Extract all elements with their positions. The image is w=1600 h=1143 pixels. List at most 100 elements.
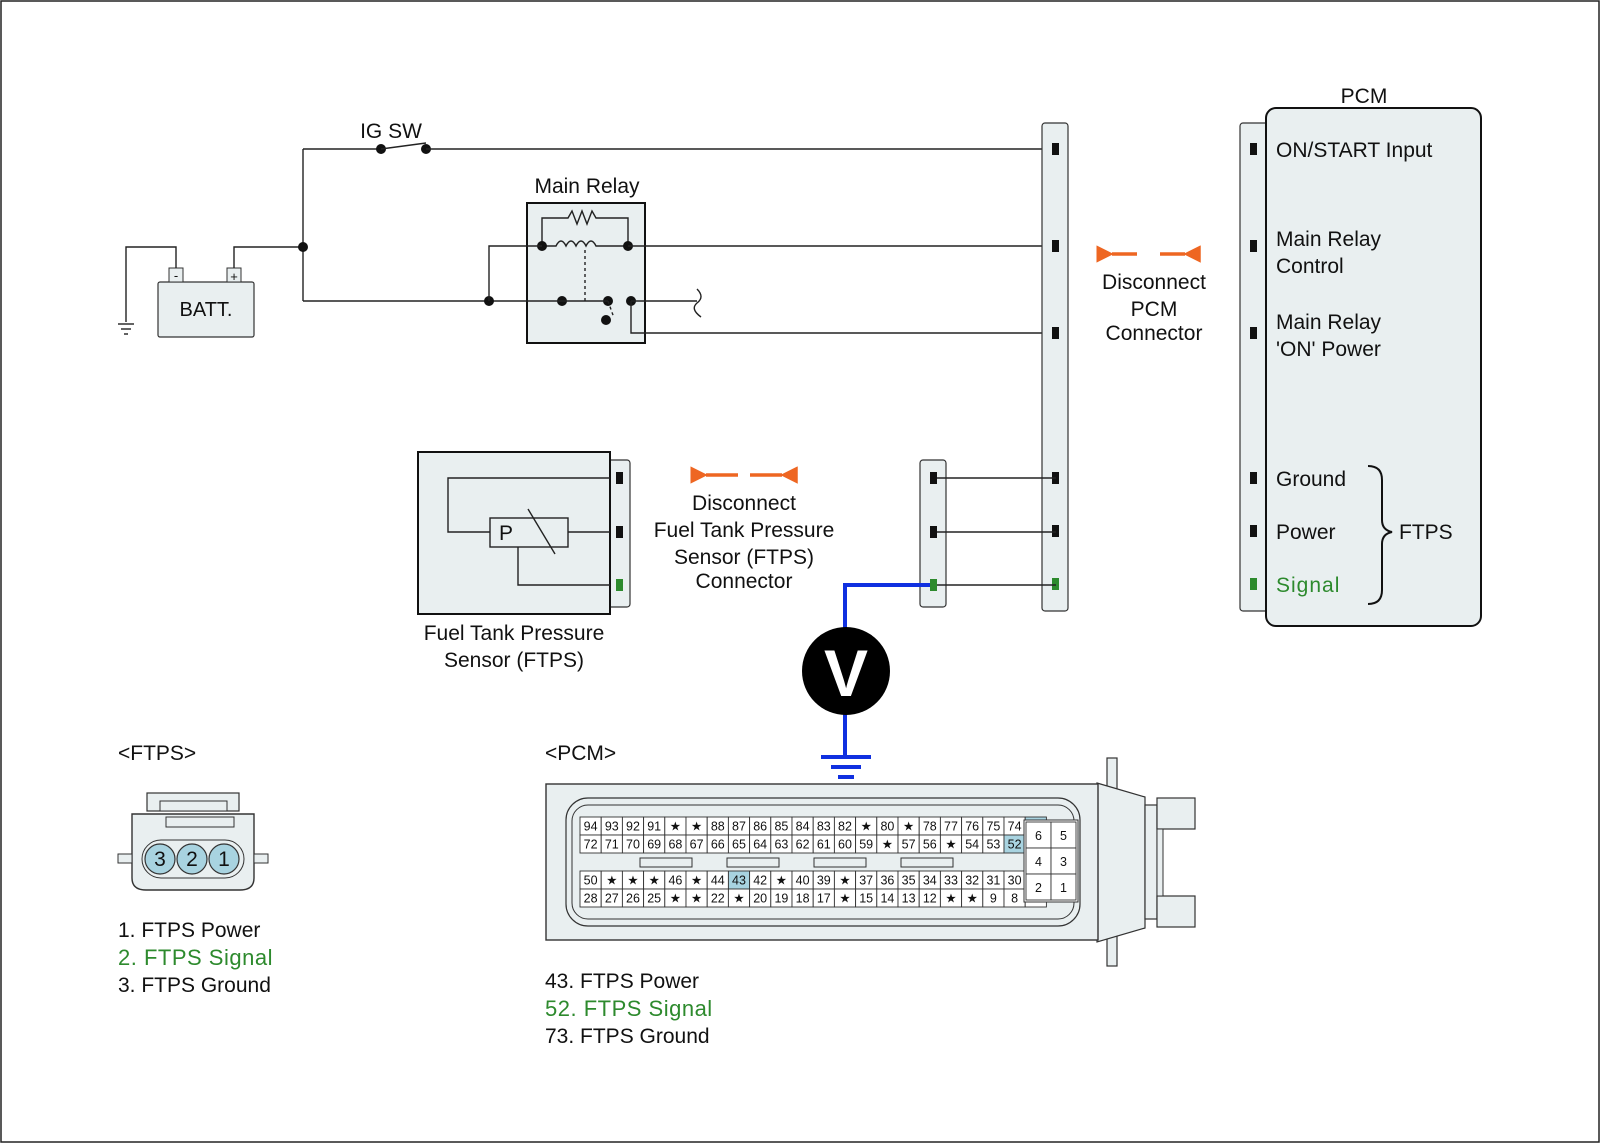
pcm-pin-label: 86 (753, 820, 767, 834)
battery: - + BATT. (157, 267, 255, 338)
pcm-pin-label: 19 (774, 892, 788, 906)
pcm-pin-label: 75 (986, 820, 1000, 834)
pcm-pin-label: 84 (796, 820, 810, 834)
pcm-side-pin-label: 2 (1035, 881, 1042, 895)
pcm-pin-label: 31 (986, 874, 1000, 888)
battery-positive-label: + (230, 269, 238, 284)
pcm-pin-label: ★ (882, 838, 893, 852)
pcm-pin-label: 20 (753, 892, 767, 906)
pcm-pin-ground: Ground (1276, 468, 1346, 491)
pcm-pin-label: 33 (944, 874, 958, 888)
pcm-pin-label: 32 (965, 874, 979, 888)
ftps-connector-title: <FTPS> (118, 742, 196, 765)
pcm-pin-label: 61 (817, 838, 831, 852)
probe-positive (843, 583, 930, 630)
ftps-legend-3: 3. FTPS Ground (118, 974, 271, 997)
pcm-pin-label: 46 (668, 874, 682, 888)
battery-label: BATT. (180, 299, 233, 321)
pcm-pin-label: ★ (627, 874, 638, 888)
pcm-pin-label: 72 (584, 838, 598, 852)
pcm-pin-label: ★ (691, 892, 702, 906)
pcm-pin-label: 82 (838, 820, 852, 834)
pcm-pin-label: 35 (902, 874, 916, 888)
pcm-side-pin-label: 4 (1035, 855, 1042, 869)
pcm-pin-label: 64 (753, 838, 767, 852)
ftps-group-brace (1367, 465, 1393, 605)
pcm-pin-label: 65 (732, 838, 746, 852)
disconnect-pcm-annotation: Disconnect PCM Connector (1096, 245, 1206, 345)
pcm-pin-label: 70 (626, 838, 640, 852)
pcm-pin-label: 57 (902, 838, 916, 852)
pcm-pin-relay-control-1: Main Relay (1276, 228, 1382, 251)
ftps-legend-1: 1. FTPS Power (118, 919, 260, 942)
disconnect-ftps-line1: Disconnect (692, 492, 796, 515)
pcm-legend-2: 52. FTPS Signal (545, 996, 713, 1021)
pcm-pin-label: 93 (605, 820, 619, 834)
pcm-pin-label: 91 (647, 820, 661, 834)
pcm-pin-label: 60 (838, 838, 852, 852)
pcm-side-pin-label: 6 (1035, 829, 1042, 843)
pcm-pin-label: 69 (647, 838, 661, 852)
sensor-p-symbol: P (499, 522, 513, 545)
pcm-pin-relay-power-1: Main Relay (1276, 311, 1382, 334)
pcm-pin-label: 37 (859, 874, 873, 888)
pcm-pin-label: 27 (605, 892, 619, 906)
pcm-pin-label: 44 (711, 874, 725, 888)
pcm-connector-title: <PCM> (545, 742, 616, 765)
pcm-inline-connector (1041, 122, 1069, 612)
pcm-pin-label: 8 (1011, 892, 1018, 906)
pcm-side-pin-cell (1050, 873, 1077, 901)
pcm-pin-label: 18 (796, 892, 810, 906)
pcm-pin-label: 87 (732, 820, 746, 834)
pcm-pin-label: ★ (945, 892, 956, 906)
sensor-label-1: Fuel Tank Pressure (424, 622, 605, 645)
pcm-pin-label: 42 (753, 874, 767, 888)
ftps-harness-connector (919, 459, 1056, 608)
disconnect-pcm-line3: Connector (1106, 322, 1203, 345)
pcm-side-pin-label: 1 (1060, 881, 1067, 895)
battery-negative-label: - (174, 268, 178, 283)
pcm-pin-label: 14 (880, 892, 894, 906)
pcm-pin-label: 59 (859, 838, 873, 852)
ftps-sensor: P Fuel Tank Pressure Sensor (FTPS) (417, 451, 631, 672)
pcm-pin-power: Power (1276, 521, 1336, 544)
ftps-connector-view: <FTPS> 3 2 1 1. FTPS Power 2. FTPS Signa… (117, 742, 272, 997)
pcm-pin-label: 77 (944, 820, 958, 834)
ftps-pin-2: 2 (186, 848, 198, 871)
disconnect-ftps-annotation: Disconnect Fuel Tank Pressure Sensor (FT… (654, 466, 834, 593)
disconnect-pcm-line2: PCM (1131, 298, 1178, 321)
battery-ground (118, 246, 177, 335)
pcm-side-pin-label: 5 (1060, 829, 1067, 843)
pcm-pin-label: ★ (606, 874, 617, 888)
pcm-side-pin-cell (1025, 873, 1052, 901)
disconnect-ftps-line4: Connector (696, 570, 793, 593)
ig-switch-label: IG SW (360, 120, 422, 143)
pcm-pin-label: 34 (923, 874, 937, 888)
pcm-pin-label: 68 (668, 838, 682, 852)
pcm-pin-label: 74 (1008, 820, 1022, 834)
pcm-pin-label: 52 (1008, 838, 1022, 852)
pcm-pin-on-start: ON/START Input (1276, 139, 1433, 162)
pcm-side-pin-cell (1025, 821, 1052, 849)
pcm-pin-signal: Signal (1276, 574, 1340, 597)
pcm-pin-label: ★ (861, 820, 872, 834)
pcm-pin-label: 63 (774, 838, 788, 852)
pcm-pin-label: ★ (776, 874, 787, 888)
pcm-pin-label: 56 (923, 838, 937, 852)
pcm-pin-label: 43 (732, 874, 746, 888)
pcm-pin-label: 78 (923, 820, 937, 834)
pcm-pin-label: ★ (839, 874, 850, 888)
pcm-pin-relay-power-2: 'ON' Power (1276, 338, 1381, 361)
pcm-pin-label: 54 (965, 838, 979, 852)
pcm-pin-label: 28 (584, 892, 598, 906)
pcm-pin-label: 13 (902, 892, 916, 906)
relay-power-wire (630, 301, 1056, 334)
pcm-pin-label: 39 (817, 874, 831, 888)
pcm-pin-label: 76 (965, 820, 979, 834)
pcm-pin-label: 85 (774, 820, 788, 834)
pcm-side-pin-label: 3 (1060, 855, 1067, 869)
battery-positive-wiring (233, 148, 489, 302)
pcm-pin-label: ★ (691, 820, 702, 834)
